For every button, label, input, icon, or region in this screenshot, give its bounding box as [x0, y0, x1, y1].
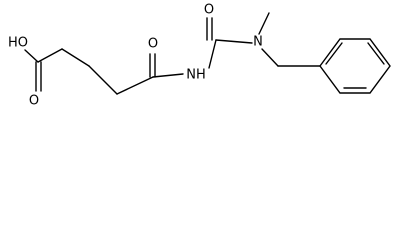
benzene-double-2: [367, 42, 385, 65]
bond-ho-c1: [24, 49, 39, 63]
atom-label-n-methyl: N: [253, 35, 263, 50]
atom-label-o-urea: O: [204, 3, 214, 18]
bond-c6-n: [215, 39, 253, 44]
benzene-double-1: [325, 42, 343, 65]
bond-nh-c6: [208, 39, 217, 69]
bond-c5-nh: [152, 73, 184, 78]
bond-c3-c4: [88, 65, 118, 95]
bond-c2-c3: [61, 48, 90, 67]
atom-label-ho: HO: [8, 36, 28, 51]
atom-label-nh: NH: [186, 68, 206, 83]
bond-n-methyl: [258, 12, 270, 35]
atom-label-o-amide: O: [148, 37, 158, 52]
bond-c1-c2: [37, 48, 63, 63]
atom-label-o-acid: O: [29, 94, 39, 109]
bond-c4-c5: [116, 76, 154, 95]
bond-n-ch2: [261, 48, 279, 67]
benzene-ring: [319, 38, 391, 94]
chemical-structure: HO O O NH O N: [8, 3, 391, 109]
